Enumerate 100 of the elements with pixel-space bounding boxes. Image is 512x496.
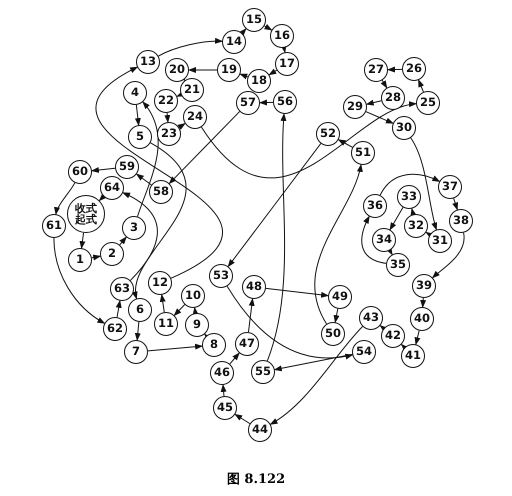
numbered-circle: 5 [128,125,152,149]
numbered-circle: 24 [183,105,207,129]
numbered-circle: 36 [363,194,387,218]
numbered-circle: 32 [404,214,428,238]
numbered-circle: 30 [392,116,416,140]
numbered-circle: 53 [209,264,233,288]
arrow [220,384,227,397]
numbered-circle: 23 [157,122,181,146]
numbered-circle: 6 [128,298,152,322]
numbered-circle: 27 [364,58,388,82]
numbered-circle: 49 [328,285,352,309]
numbered-circle: 3 [122,216,146,240]
arrow [98,194,106,202]
arrow [134,104,141,126]
numbered-circle: 57 [236,91,260,115]
arrow [228,143,322,268]
arrow [90,167,116,173]
arrow [266,112,287,362]
arrow [265,288,330,298]
numbered-circle: 45 [213,396,237,420]
numbered-circle: 51 [351,141,375,165]
numbered-circle: 61 [42,214,66,238]
arrow [366,111,394,124]
numbered-circle: 39 [412,274,436,298]
numbered-circle: 35 [386,253,410,277]
numbered-circle: 1 [68,248,92,272]
arrow [420,297,426,308]
arrow [380,80,388,89]
numbered-circle: 33 [397,185,421,209]
arrow [390,206,404,230]
numbered-circle: 4 [123,81,147,105]
numbered-circle: 52 [316,122,340,146]
arrow [136,174,152,186]
numbered-circle: 43 [359,306,383,330]
arrow [380,174,440,196]
numbered-circle: 16 [270,24,294,48]
arrow [239,28,247,36]
arrow [264,24,272,31]
numbered-circle: 18 [247,69,271,93]
numbered-circle: 54 [352,340,376,364]
arrow [177,123,186,130]
numbered-circle: 58 [149,180,173,204]
numbered-circle: 收式 起式 [67,195,105,233]
arrow [268,68,278,76]
arrow [410,208,416,216]
numbered-circle: 29 [343,95,367,119]
arrow [270,326,364,425]
numbered-circle: 31 [428,229,452,253]
arrow [174,304,186,316]
numbered-circle: 44 [248,418,272,442]
arrow [274,354,353,372]
numbered-circle: 62 [103,317,127,341]
numbered-circle: 13 [136,50,160,74]
arrow [54,182,76,216]
arrow [234,414,250,424]
numbered-circle: 55 [251,360,275,384]
arrow [414,330,420,346]
numbered-circle: 46 [210,361,234,385]
numbered-circle: 64 [100,176,124,200]
arrow [338,139,353,148]
arrow [361,216,387,264]
numbered-circle: 7 [124,340,148,364]
numbered-circle: 17 [275,52,299,76]
numbered-circle: 22 [154,89,178,113]
arrow [188,67,218,73]
numbered-circle: 40 [410,307,434,331]
arrow [168,111,240,184]
arrow [133,142,186,300]
arrow [229,352,240,364]
arrow [386,246,393,256]
numbered-circle: 26 [402,57,426,81]
numbered-circle: 21 [180,78,204,102]
arrow [119,236,127,246]
numbered-circle: 34 [372,228,396,252]
arrow [432,232,465,278]
numbered-circle: 38 [449,209,473,233]
arrow [158,38,224,57]
figure-caption: 图 8.122 [226,472,286,487]
arrow [200,102,417,178]
arrow [418,79,424,92]
arrow [280,44,287,54]
arrow [239,74,248,80]
numbered-circle: 10 [181,284,205,308]
numbered-circle: 47 [235,332,259,356]
arrow [116,300,122,318]
arrow [248,298,255,333]
numbered-circle: 14 [222,30,246,54]
arrow [53,238,106,324]
numbered-circle: 9 [185,313,209,337]
arrow [134,321,141,342]
arrow [387,66,402,72]
arrow [91,254,102,260]
numbered-circle: 41 [401,344,425,368]
arrow [122,192,158,281]
numbered-circle: 20 [165,58,189,82]
numbered-circle: 12 [148,271,172,295]
arrow [452,198,458,211]
arrow [410,137,438,231]
numbered-circle: 28 [381,86,405,110]
numbered-circle: 59 [115,155,139,179]
